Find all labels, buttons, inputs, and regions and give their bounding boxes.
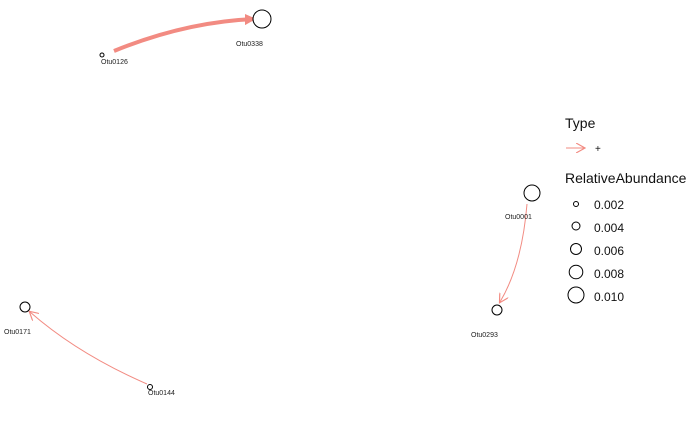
edge-otu0144-otu0171 <box>30 312 148 385</box>
legend-size-label-1: 0.002 <box>594 198 624 212</box>
node-otu0144-circle <box>147 384 153 390</box>
legend-size-circle-3 <box>570 243 582 255</box>
node-otu0171-label: Otu0171 <box>4 329 31 336</box>
node-otu0171-circle <box>19 301 31 313</box>
edge-otu0001-otu0293 <box>500 203 528 302</box>
node-otu0293-circle <box>491 304 503 316</box>
legend-size-circle-4 <box>568 264 584 280</box>
node-otu0293-label: Otu0293 <box>471 332 498 339</box>
node-otu0126: Otu0126 <box>99 52 128 66</box>
legend-size-circle-5 <box>567 286 585 304</box>
legend-type-title: Type <box>565 115 596 131</box>
node-otu0293: Otu0293 <box>471 304 503 339</box>
node-otu0126-circle <box>99 52 105 58</box>
legend-size-label-4: 0.008 <box>594 267 624 281</box>
node-otu0338-label: Otu0338 <box>236 41 263 48</box>
node-otu0126-label: Otu0126 <box>101 59 128 66</box>
edge-otu0126-otu0338 <box>113 19 254 53</box>
node-otu0001-label: Otu0001 <box>505 214 532 221</box>
legend-size-label-5: 0.010 <box>594 290 624 304</box>
legend-size-label-2: 0.004 <box>594 221 624 235</box>
legend-size-circle-2 <box>571 221 581 231</box>
node-otu0001: Otu0001 <box>505 184 541 221</box>
legend: Type + RelativeAbundance 0.002 0.004 0.0… <box>565 115 687 304</box>
node-otu0338-circle <box>252 9 272 29</box>
node-otu0144-label: Otu0144 <box>148 390 175 397</box>
legend-size-circle-1 <box>573 201 579 207</box>
node-otu0144: Otu0144 <box>147 384 175 397</box>
legend-size-label-3: 0.006 <box>594 244 624 258</box>
legend-type-label: + <box>595 144 601 155</box>
node-otu0171: Otu0171 <box>4 301 31 336</box>
legend-size-title: RelativeAbundance <box>565 170 687 186</box>
node-otu0001-circle <box>523 184 541 202</box>
node-otu0338: Otu0338 <box>236 9 272 48</box>
